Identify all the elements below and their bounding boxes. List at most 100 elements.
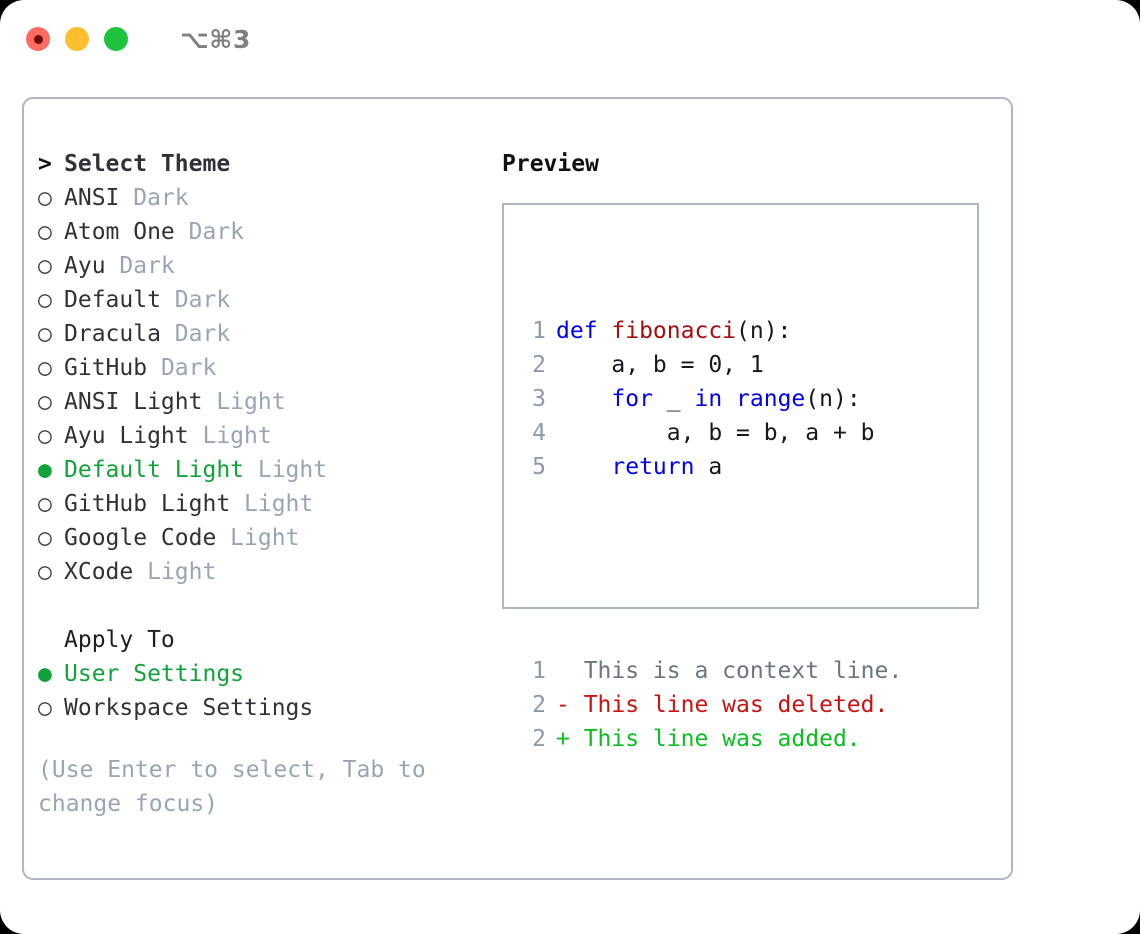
theme-option-ayu[interactable]: ○Ayu Dark [38, 249, 488, 283]
apply-to-marker-icon [38, 623, 64, 657]
theme-option-variant-label: Light [188, 423, 272, 449]
theme-option-atom-one[interactable]: ○ Atom One Dark [38, 215, 488, 249]
radio-unselected-icon: ○ [38, 355, 52, 381]
line-number: 1 [532, 318, 546, 344]
radio-selected-icon: ● [38, 661, 52, 687]
radio-unselected-icon: ○ [38, 185, 52, 211]
radio-unselected-icon: ○ [38, 491, 52, 517]
keyboard-shortcut-label: ⌥⌘3 [180, 24, 251, 54]
code-blank-line [520, 552, 902, 586]
theme-option-variant-label: Light [244, 457, 328, 483]
diff-sample: 1 This is a context line. 2 - This line wa… [520, 654, 902, 756]
line-number: 5 [532, 454, 546, 480]
theme-option-label: Dracula [64, 321, 161, 347]
code-token-kw: return [611, 454, 695, 480]
apply-to-option-label: Workspace Settings [64, 695, 314, 721]
apply-to-option-list: ● User Settings ○ Workspace Settings [38, 657, 488, 725]
radio-selected-icon: ● [38, 457, 52, 483]
theme-option-github-light[interactable]: ○GitHub Light Light [38, 487, 488, 521]
line-number: 2 [532, 726, 546, 752]
theme-option-dracula[interactable]: ○ Dracula Dark [38, 317, 488, 351]
code-line: 4 a, b = b, a + b [520, 416, 902, 450]
preview-heading: Preview [502, 151, 599, 177]
theme-picker-panel: > Select Theme ○ ANSI Dark ○ Atom One Dark ○ A… [22, 97, 1013, 880]
code-token-del: - This line was deleted. [556, 692, 889, 718]
radio-unselected-icon: ○ [38, 695, 52, 721]
theme-option-label: Ayu [64, 253, 106, 279]
theme-option-label: XCode [64, 559, 134, 585]
code-token-plain: (n): [736, 318, 792, 344]
theme-option-xcode[interactable]: ○ XCode Light [38, 555, 488, 589]
line-number: 4 [532, 420, 546, 446]
code-token-kw: for [611, 386, 653, 412]
theme-option-variant-label: Light [216, 525, 300, 551]
radio-unselected-icon: ○ [38, 219, 52, 245]
close-button-icon[interactable] [26, 27, 50, 51]
diff-line: 1 This is a context line. [520, 654, 902, 688]
theme-option-variant-label: Light [202, 389, 286, 415]
theme-option-google-code[interactable]: ○Google Code Light [38, 521, 488, 555]
theme-option-variant-label: Dark [160, 287, 231, 313]
theme-selection-column: > Select Theme ○ ANSI Dark ○ Atom One Dark ○ A… [38, 147, 488, 821]
theme-option-default-light[interactable]: ● Default Light Light [38, 453, 488, 487]
line-number: 2 [532, 352, 546, 378]
line-number: 2 [532, 692, 546, 718]
apply-to-option-workspace-settings[interactable]: ○ Workspace Settings [38, 691, 488, 725]
code-token-kw: range [736, 386, 806, 412]
radio-unselected-icon: ○ [38, 559, 52, 585]
radio-unselected-icon: ○ [38, 321, 52, 347]
theme-option-label: Atom One [64, 219, 175, 245]
theme-option-ansi-light[interactable]: ○ ANSI Light Light [38, 385, 488, 419]
theme-option-variant-label: Dark [174, 219, 245, 245]
theme-option-list: ○ ANSI Dark ○ Atom One Dark ○ Ayu Dark ○ Defaul… [38, 181, 488, 589]
keyboard-hint-text: (Use Enter to select, Tab to change focu… [38, 757, 426, 817]
diff-line: 2 + This line was added. [520, 722, 902, 756]
theme-option-label: ANSI [64, 185, 120, 211]
select-theme-heading: > Select Theme [38, 147, 488, 181]
theme-option-label: Default [64, 287, 161, 313]
theme-option-label: Default Light [64, 457, 245, 483]
code-token-plain: _ [652, 386, 695, 412]
apply-to-option-label: User Settings [64, 661, 245, 687]
theme-option-variant-label: Light [133, 559, 217, 585]
apply-to-option-user-settings[interactable]: ● User Settings [38, 657, 488, 691]
code-token-add: + This line was added. [556, 726, 861, 752]
code-token-plain [556, 454, 611, 480]
code-token-plain: a [694, 454, 723, 480]
radio-unselected-icon: ○ [38, 287, 52, 313]
theme-option-label: ANSI Light [64, 389, 203, 415]
code-token-plain: (n): [805, 386, 861, 412]
theme-option-default[interactable]: ○ Default Dark [38, 283, 488, 317]
apply-to-heading-label: Apply To [64, 627, 175, 653]
theme-option-label: Ayu Light [64, 423, 189, 449]
theme-option-variant-label: Dark [160, 321, 231, 347]
theme-option-label: GitHub Light [64, 491, 231, 517]
select-theme-heading-label: Select Theme [64, 151, 231, 177]
code-token-ctx: This is a context line. [556, 658, 903, 684]
prompt-caret-icon: > [38, 151, 52, 177]
code-token-plain: a, b = 0, 1 [556, 352, 764, 378]
theme-option-ansi[interactable]: ○ANSI Dark [38, 181, 488, 215]
code-line: 3 for _ in range(n): [520, 382, 902, 416]
line-number: 1 [532, 658, 546, 684]
radio-unselected-icon: ○ [38, 389, 52, 415]
theme-option-github[interactable]: ○GitHub Dark [38, 351, 488, 385]
line-number: 3 [532, 386, 546, 412]
minimize-button-icon[interactable] [65, 27, 89, 51]
apply-to-heading: Apply To [38, 623, 488, 657]
code-token-plain: a, b = b, a + b [556, 420, 875, 446]
title-bar: ⌥⌘3 [0, 0, 1140, 78]
theme-option-ayu-light[interactable]: ○ Ayu Light Light [38, 419, 488, 453]
code-token-kw: in [694, 386, 723, 412]
radio-unselected-icon: ○ [38, 253, 52, 279]
code-token-fn: fibonacci [611, 318, 737, 344]
zoom-button-icon[interactable] [104, 27, 128, 51]
code-line: 5 return a [520, 450, 902, 484]
radio-unselected-icon: ○ [38, 423, 52, 449]
